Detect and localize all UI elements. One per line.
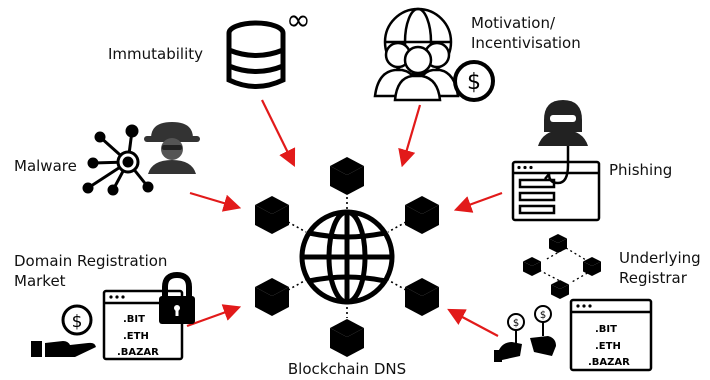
browser-window-icon xyxy=(511,160,601,222)
svg-text:$: $ xyxy=(72,312,83,332)
malware-label: Malware xyxy=(14,157,77,175)
hands-exchange-money-icon: $ $ xyxy=(494,305,556,362)
tld-left-eth: .ETH xyxy=(123,331,149,342)
browser-window-icon xyxy=(569,298,653,372)
motivation-label-line1: Motivation/ xyxy=(471,14,556,32)
virus-network-icon xyxy=(82,124,154,196)
domain-market-label-line2: Market xyxy=(14,272,66,290)
tld-left-bit: .BIT xyxy=(123,314,145,325)
cube-icon xyxy=(405,278,439,316)
blockchain-network-icon xyxy=(523,234,601,299)
dotted-links xyxy=(287,197,407,318)
hand-money-icon: $ xyxy=(31,304,96,357)
svg-text:$: $ xyxy=(513,318,519,329)
domain-market-label-line1: Domain Registration xyxy=(14,252,167,270)
group-people-icon xyxy=(373,7,460,102)
immutability-label: Immutability xyxy=(108,45,203,63)
arrows xyxy=(186,99,503,337)
globe-icon xyxy=(299,209,395,305)
svg-text:$: $ xyxy=(540,310,546,321)
cube-icon xyxy=(405,196,439,234)
cube-icon xyxy=(255,278,289,316)
cube-icon xyxy=(330,319,364,357)
hacker-icon xyxy=(144,122,200,174)
motivation-label-line2: Incentivisation xyxy=(471,34,581,52)
underlying-label-line1: Underlying xyxy=(619,249,701,267)
infinity-icon: ∞ xyxy=(286,3,311,38)
tld-right-bit: .BIT xyxy=(595,324,617,335)
underlying-label-line2: Registrar xyxy=(619,269,688,287)
cube-icon xyxy=(255,196,289,234)
tld-right-eth: .ETH xyxy=(595,341,621,352)
tld-left-bazar: .BAZAR xyxy=(117,347,159,358)
center-label: Blockchain DNS xyxy=(288,360,406,378)
svg-text:$: $ xyxy=(467,70,481,95)
phishing-label: Phishing xyxy=(609,161,672,179)
phishing-hacker-icon xyxy=(538,100,588,146)
dollar-coin-icon: $ xyxy=(453,60,495,102)
database-icon xyxy=(226,20,286,89)
tld-right-bazar: .BAZAR xyxy=(588,357,630,368)
phishing-hook-icon xyxy=(544,146,570,185)
cube-icon xyxy=(330,157,364,195)
padlock-icon xyxy=(159,271,195,324)
